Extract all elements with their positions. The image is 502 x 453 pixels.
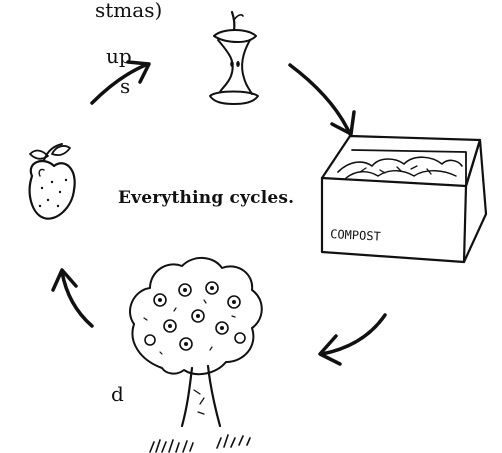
- apple-fruit-icon: [30, 144, 75, 219]
- arrow-to-apple-core: [92, 62, 149, 103]
- compost-box-icon: COMPOST: [322, 136, 486, 262]
- arrow-to-compost: [290, 65, 354, 134]
- arrow-to-tree: [320, 315, 385, 364]
- compost-label: COMPOST: [330, 227, 381, 244]
- arrow-to-apple-fruit: [53, 270, 92, 326]
- apple-core-icon: [210, 12, 258, 104]
- apple-tree-icon: [130, 258, 262, 452]
